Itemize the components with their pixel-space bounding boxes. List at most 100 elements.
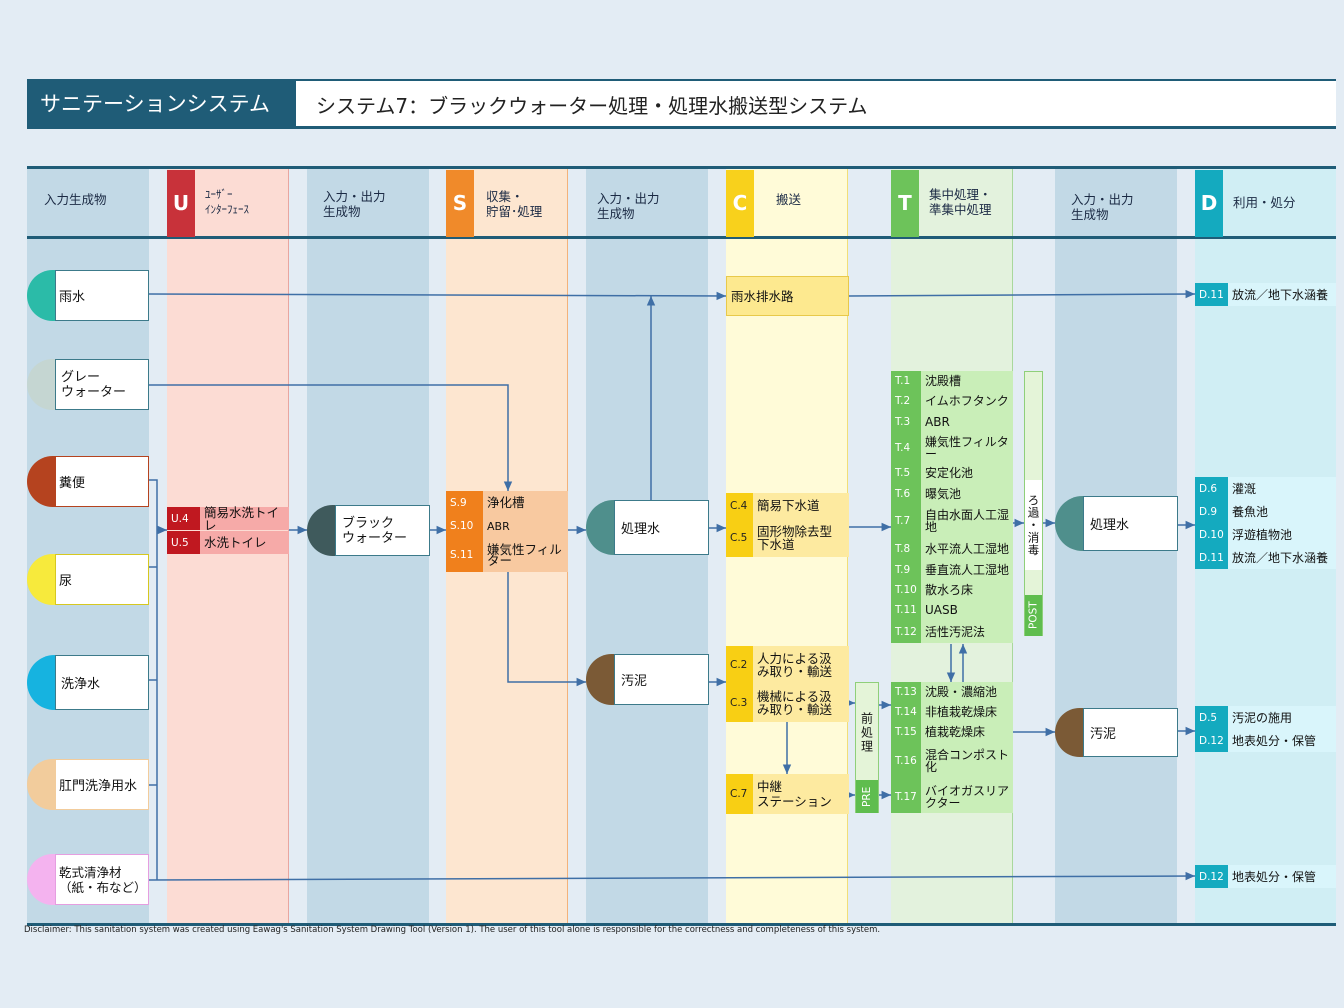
product-label: 処理水 [614,500,709,555]
input-anal-cleansing-water: 肛門洗浄用水 [27,759,149,810]
product-label: ブラック ウォーター [335,505,430,556]
disclaimer: Disclaimer: This sanitation system was c… [24,925,881,935]
input-label: 雨水 [55,270,149,321]
disposal-effluent-code: D.10 [1195,523,1228,546]
badge-c: C [726,170,754,237]
post-treatment-label-en: POST [1025,595,1042,636]
treatment-sludge-code: T.15 [891,722,921,742]
input-label: 肛門洗浄用水 [55,759,149,810]
label-solids-free-sewer: 固形物除去型 下水道 [757,523,833,552]
treatment-liquid-label: UASB [925,603,958,617]
disposal-effluent-code: D.11 [1195,546,1228,569]
code-u4: U.4 [167,507,200,530]
header-line-top [27,166,1336,169]
footer-line [27,923,1336,926]
input-dry-cleansing-materials: 乾式清浄材 （紙・布など） [27,854,149,905]
disposal-effluent-label: 養魚池 [1228,500,1336,523]
treatment-liquid-code: T.6 [891,483,921,504]
treatment-liquid-label: ABR [925,414,950,429]
system-label: サニテーションシステム [27,79,296,129]
label-transfer-station: 中継 ステーション [757,779,832,809]
header-disposal: 利用・処分 [1233,195,1296,210]
input-urine: 尿 [27,554,149,605]
treatment-liquid-label: 沈殿槽 [925,374,962,388]
disposal-sludge-code: D.5 [1195,706,1228,729]
pre-treatment-label-jp: 前処理 [859,712,874,754]
product-sludge: 汚泥 [586,654,709,705]
system-title: システム7：ブラックウォーター処理・処理水搬送型システム [296,79,1336,129]
conveyance-transfer-station: C.7 中継 ステーション [726,774,849,814]
flow-drain-to-discharge [848,289,1196,299]
code-c5: C.5 [726,518,753,557]
treatment-liquid-code: T.12 [891,620,921,643]
flow-rain-to-drain [148,291,727,301]
post-treatment: ろ過・消毒 POST [1024,371,1043,636]
input-label: グレー ウォーター [55,359,149,410]
disposal-rain-code: D.11 [1195,283,1228,306]
treatment-liquid-code: T.9 [891,559,921,580]
code-c3: C.3 [726,684,753,722]
disposal-rain-label: 放流／地下水涵養 [1228,283,1336,306]
label-pour-flush-toilet: 簡易水洗トイレ [200,506,289,532]
treatment-liquid-label: 自由水面人工湿地 [925,508,1010,534]
treatment-liquid-label: 嫌気性フィルター [925,434,1009,461]
disposal-sludge-code: D.12 [1195,729,1228,752]
treatment-liquid-code: T.8 [891,538,921,559]
code-s10: S.10 [446,514,483,538]
label-anaerobic-filter: 嫌気性フィルター [487,542,562,568]
code-u5: U.5 [167,531,200,554]
badge-u: U [167,170,195,237]
header-conveyance: 搬送 [776,192,802,207]
treatment-liquid-code: T.7 [891,504,921,538]
disposal-effluent-label: 放流／地下水涵養 [1228,546,1336,569]
product-sludge-treated: 汚泥 [1055,708,1178,757]
product-label: 処理水 [1083,496,1178,551]
treatment-liquid-label: 安定化池 [925,466,974,480]
treatment-liquid-label: 垂直流人工湿地 [925,562,1010,577]
input-grey-water: グレー ウォーター [27,359,149,410]
treatment-liquid-label: 曝気池 [925,486,962,501]
header-io-2: 入力・出力 生成物 [597,191,660,221]
treatment-liquid-label: 活性汚泥法 [925,624,986,639]
code-c7: C.7 [726,774,753,814]
input-label: 乾式清浄材 （紙・布など） [55,854,149,905]
treatment-sludge-code: T.14 [891,702,921,722]
treatment-liquid-code: T.4 [891,432,921,463]
treatment-sludge-code: T.13 [891,682,921,702]
disposal-dry-code: D.12 [1195,865,1228,888]
treatment-liquid-label: 散水ろ床 [925,583,974,597]
treatment-sludge-label: 非植栽乾燥床 [925,705,998,719]
treatment-liquid-label: イムホフタンク [925,394,1009,408]
label-septic-tank: 浄化槽 [487,495,525,510]
input-label: 糞便 [55,456,149,507]
product-label: 汚泥 [614,654,709,705]
disposal-effluent-code: D.9 [1195,500,1228,523]
disposal-effluent-label: 灌漑 [1228,477,1336,500]
product-label: 汚泥 [1083,708,1178,757]
treatment-liquid-code: T.1 [891,371,921,391]
header-user-interface: ﾕｰｻﾞｰ ｲﾝﾀｰﾌｪｰｽ [205,188,249,216]
code-s9: S.9 [446,491,483,514]
treatment-sludge-code: T.17 [891,780,921,813]
treatment-sludge-label: バイオガスリアクター [925,783,1010,810]
label-cistern-flush-toilet: 水洗トイレ [200,531,289,554]
header-io-1: 入力・出力 生成物 [323,189,386,219]
treatment-sludge-label: 植栽乾燥床 [925,725,986,739]
input-feces: 糞便 [27,456,149,507]
flow-grey-to-storage [149,384,513,491]
header-line-bottom [27,236,1336,239]
disposal-effluent-label: 浮遊植物池 [1228,523,1336,546]
header-storage: 収集・ 貯留･処理 [486,189,543,219]
code-s11: S.11 [446,538,483,572]
treatment-liquid-code: T.3 [891,411,921,432]
pre-treatment: 前処理 PRE [855,682,879,813]
label-abr: ABR [487,519,510,533]
product-effluent-treated: 処理水 [1055,496,1178,551]
